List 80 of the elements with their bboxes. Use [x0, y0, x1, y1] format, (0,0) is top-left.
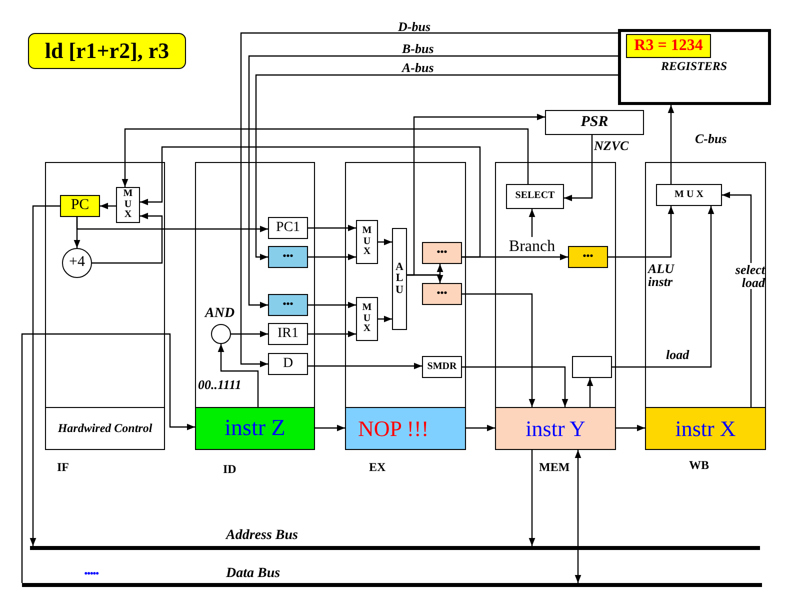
arrow [240, 32, 618, 368]
arrow [74, 217, 80, 248]
arrow [21, 333, 195, 583]
stage-label: EX [369, 460, 386, 475]
bus-label: Data Bus [226, 566, 280, 582]
arrow [308, 362, 422, 370]
arrow [308, 302, 356, 308]
arrow [466, 424, 495, 432]
arrow [668, 105, 674, 184]
latch-register: ••• [268, 246, 308, 268]
arrow [462, 293, 536, 407]
arrow [407, 274, 444, 283]
latch-register: ••• [268, 294, 308, 316]
arrow [122, 128, 529, 187]
arrow [92, 212, 163, 264]
alu-box: A L U [392, 228, 407, 330]
arrow [612, 206, 714, 368]
arrow [255, 74, 618, 260]
latch-register: PC1 [268, 217, 308, 239]
edge-label: ALU instr [648, 262, 676, 288]
arrow [528, 450, 536, 546]
pc-register: PC [60, 195, 100, 217]
edge-label: load [666, 348, 690, 361]
arrow [462, 254, 568, 260]
edge-label: B-bus [402, 42, 435, 55]
arrow [100, 202, 116, 210]
register-file [618, 29, 771, 105]
latch-register: IR1 [268, 323, 308, 345]
latch-register: D [268, 353, 308, 375]
edge-label: A-bus [402, 61, 435, 74]
latch-register: ••• [568, 246, 608, 268]
mux-box: M U X [356, 297, 378, 341]
bus-label: Address Bus [226, 528, 298, 544]
latch-register: ••• [422, 283, 462, 305]
register-file-label: REGISTERS [661, 59, 728, 74]
instruction-box: instr X [645, 407, 766, 450]
mux-box: M U X [116, 187, 140, 223]
arrow [564, 135, 593, 202]
arrow [231, 330, 268, 338]
stage-label: MEM [539, 460, 570, 475]
instruction-box: instr Z [195, 407, 315, 450]
arrow [586, 378, 594, 407]
register-value: R3 = 1234 [626, 34, 711, 58]
select-box: SELECT [506, 184, 564, 209]
title-box: ld [r1+r2], r3 [28, 33, 186, 69]
stage-label: IF [57, 460, 69, 475]
latch-register: ••• [422, 242, 462, 264]
stage-label: ID [223, 462, 236, 477]
arrow [462, 366, 568, 407]
arrow [140, 146, 481, 258]
arrow [248, 55, 618, 308]
arrow [574, 450, 582, 583]
arrow [315, 424, 345, 432]
arrow [30, 205, 60, 546]
arrow [308, 254, 356, 260]
arrow [308, 330, 356, 338]
latch-register: SMDR [422, 356, 462, 378]
arrow [218, 344, 259, 407]
edge-label: C-bus [695, 132, 728, 145]
arrow [308, 224, 356, 232]
arrow [528, 209, 536, 237]
bus-dots: ••••• [84, 568, 98, 580]
signal-label: Branch [504, 237, 560, 256]
arrow [616, 424, 645, 432]
gate-label: AND [205, 306, 235, 322]
stage-label: WB [689, 458, 710, 473]
instruction-box: instr Y [495, 407, 616, 450]
instruction-box: NOP !!! [345, 407, 466, 450]
arrow [608, 206, 674, 258]
edge-label: 00..1111 [198, 378, 242, 391]
adder-circle: +4 [62, 248, 92, 278]
arrow [378, 316, 392, 322]
mux-box: M U X [656, 184, 722, 206]
psr-register: PSR [545, 110, 644, 135]
latch-register [572, 356, 612, 378]
edge-label: NZVC [594, 139, 630, 152]
edge-label: D-bus [398, 20, 432, 33]
arrow [378, 238, 392, 246]
arrow [722, 192, 752, 407]
mux-box: M U X [356, 220, 378, 264]
